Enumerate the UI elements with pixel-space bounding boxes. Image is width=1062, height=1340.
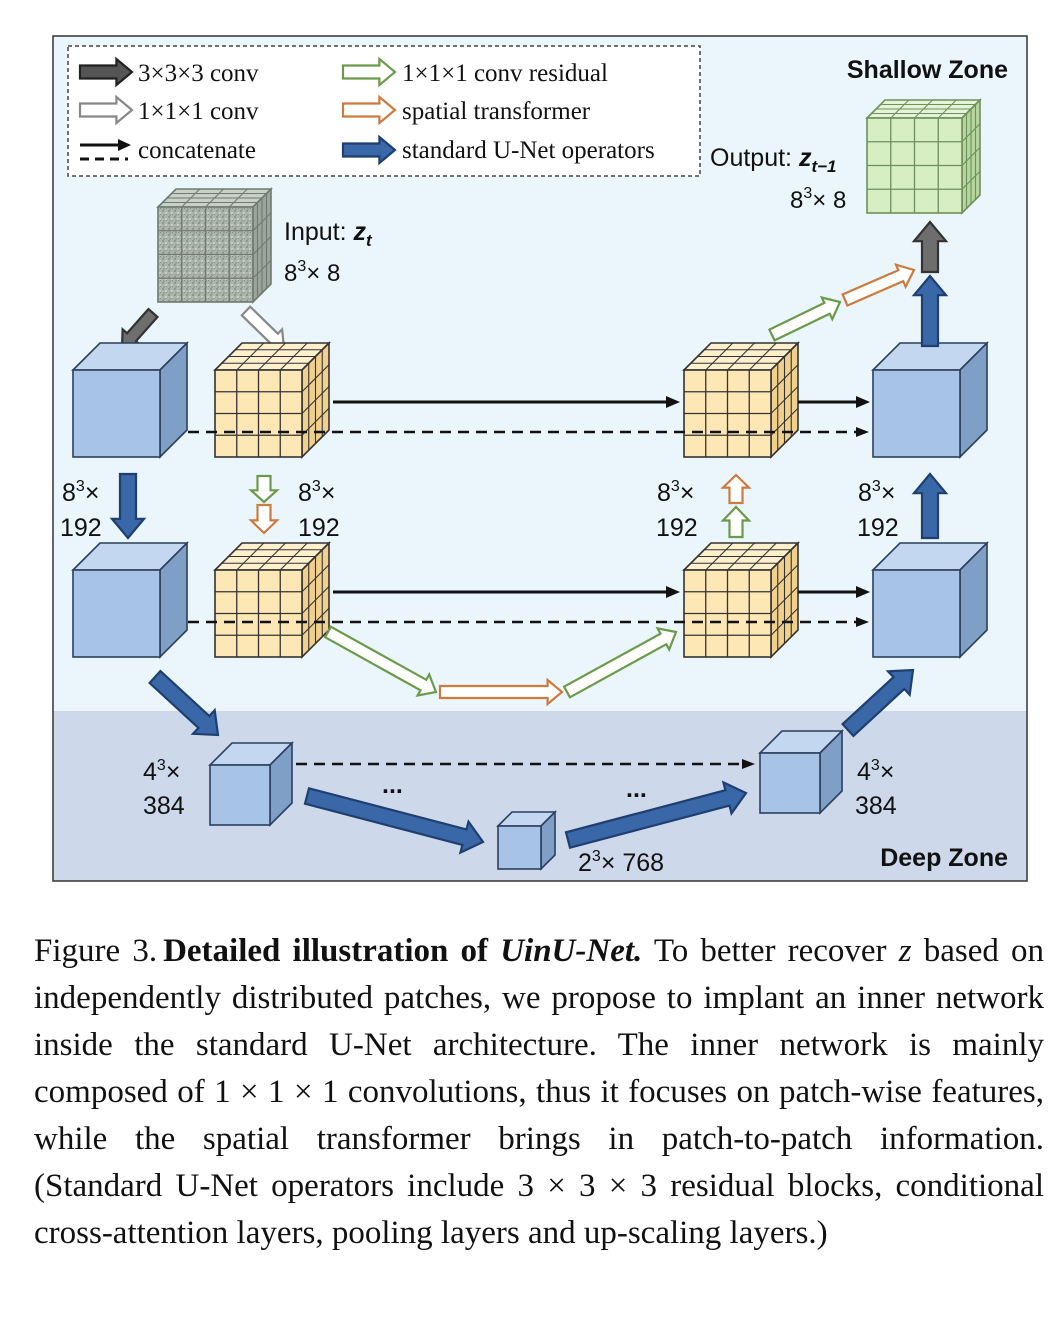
unet-encoder-block-1: [71, 341, 189, 459]
legend-concatenate-label: concatenate: [138, 137, 256, 164]
dim-label-bottleneck: 23× 768: [578, 848, 664, 877]
inner-encoder-block-2: [213, 541, 331, 659]
inner-decoder-block-1: [682, 341, 800, 459]
dim-label-inner-left-top: 83×: [298, 478, 335, 507]
legend: 3×3×3 conv 1×1×1 conv concatenate 1×1×1 …: [67, 45, 701, 177]
ellipsis-left: ...: [382, 771, 403, 799]
figure-caption: Figure 3.Detailed illustration of UinU-N…: [34, 928, 1044, 1257]
unet-up-arrow-3: [564, 780, 748, 850]
inner-transformer-out-arrow: [841, 262, 916, 307]
legend-conv333-label: 3×3×3 conv: [138, 60, 259, 87]
unet-decoder-block-1: [871, 341, 989, 459]
dim-label-inner-right-top: 83×: [657, 478, 694, 507]
shallow-zone-label: Shallow Zone: [847, 56, 1008, 84]
unet-up-arrow-out: [911, 274, 949, 348]
dim-label-inner-right-bottom: 192: [656, 514, 698, 542]
legend-conv111-icon: [78, 94, 134, 126]
uinu-net-diagram: Shallow Zone Deep Zone 3×3×3 conv 1×1×1 …: [52, 35, 1028, 882]
ellipsis-right: ...: [626, 775, 647, 803]
legend-unet-label: standard U-Net operators: [402, 137, 655, 164]
deep-zone-label: Deep Zone: [880, 844, 1008, 872]
inner-encoder-block-1: [213, 341, 331, 459]
output-conv333-arrow: [911, 220, 949, 274]
inner-transformer-down-arrow: [248, 503, 280, 535]
inner-residual-diag-arrow-1: [323, 625, 438, 698]
input-label: Input: zt: [284, 218, 373, 250]
unet-down-arrow-3: [303, 786, 485, 855]
inner-decoder-block-2: [682, 541, 800, 659]
legend-transformer-label: spatial transformer: [402, 98, 591, 125]
unet-up-arrow-2: [841, 668, 915, 738]
dim-label-deep-right-bottom: 384: [855, 792, 897, 820]
legend-unet-icon: [341, 134, 397, 166]
legend-concatenate-icon: [80, 139, 131, 161]
inner-residual-down-arrow: [248, 474, 280, 504]
dim-label-inner-left-bottom: 192: [298, 514, 340, 542]
legend-transformer-icon: [341, 94, 397, 126]
caption-text-1: To better recover: [642, 933, 899, 969]
inner-residual-out-arrow: [767, 295, 842, 342]
inner-transformer-bottom-arrow: [438, 677, 564, 707]
input-shape: 83× 8: [284, 258, 340, 287]
inner-transformer-up-arrow: [720, 473, 752, 505]
legend-residual-label: 1×1×1 conv residual: [402, 60, 608, 87]
deep-decoder-block: [758, 729, 844, 815]
dim-label-deep-left-top: 43×: [143, 757, 180, 786]
inner-residual-up-arrow: [720, 505, 752, 539]
caption-variable: z: [898, 933, 912, 969]
dim-label-right-top: 83×: [858, 478, 895, 507]
caption-figure-number: Figure 3.: [34, 933, 158, 969]
figure-frame: [52, 35, 1028, 882]
input-cube: [156, 187, 273, 304]
unet-encoder-block-2: [71, 541, 189, 659]
legend-conv333-icon: [78, 56, 134, 88]
unet-up-arrow-1: [911, 472, 949, 540]
caption-title: Detailed illustration of UinU-Net.: [163, 933, 643, 969]
dim-labels: 83× 192 83× 192 83× 192 83× 192 43× 384 …: [60, 478, 899, 877]
bottleneck-block: [496, 810, 557, 871]
dim-label-left-top: 83×: [62, 478, 99, 507]
caption-title-emphasis: UinU-Net.: [500, 933, 643, 969]
legend-residual-icon: [341, 56, 397, 88]
dim-label-right-bottom: 192: [857, 514, 899, 542]
caption-text-2: based on independently distributed patch…: [34, 933, 1044, 1251]
unet-decoder-block-2: [871, 541, 989, 659]
skip-connections: [188, 396, 870, 769]
dim-label-left-bottom: 192: [60, 514, 102, 542]
output-cube: [865, 98, 982, 215]
dim-label-deep-right-top: 43×: [857, 757, 894, 786]
output-shape: 83× 8: [790, 185, 846, 214]
legend-conv111-label: 1×1×1 conv: [138, 98, 259, 125]
unet-down-arrow-1: [109, 472, 147, 540]
deep-encoder-block: [208, 741, 294, 827]
inner-residual-diag-arrow-2: [562, 626, 678, 699]
unet-down-arrow-2: [148, 669, 220, 737]
dim-label-deep-left-bottom: 384: [143, 792, 185, 820]
output-label: Output: zt−1: [710, 144, 837, 176]
